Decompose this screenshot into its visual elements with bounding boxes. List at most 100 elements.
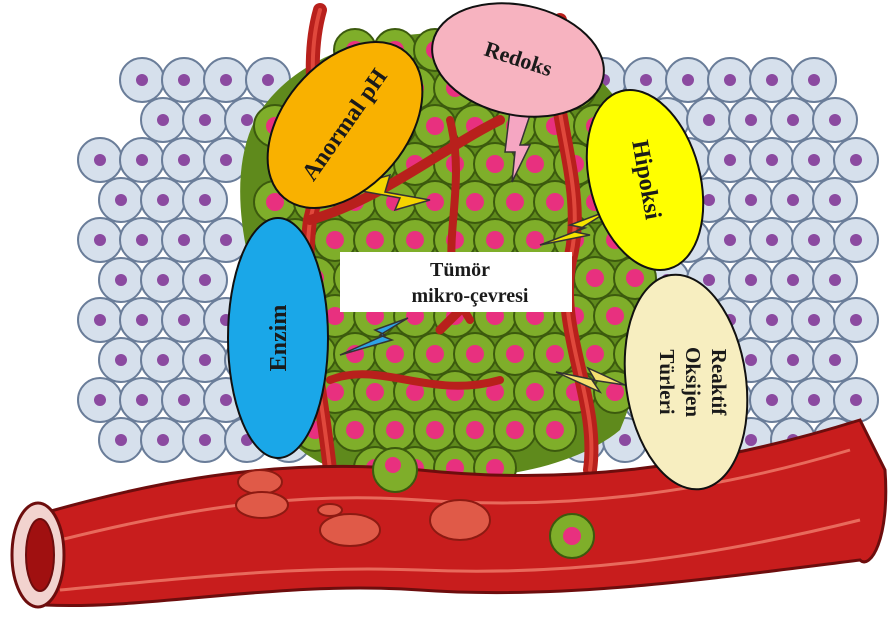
normal-cell [708,138,752,182]
normal-cell-nucleus [115,274,127,286]
normal-cell-nucleus [115,354,127,366]
normal-cell [183,418,227,462]
normal-cell-nucleus [808,74,820,86]
tumor-cell [414,333,456,375]
red-blood-cell [320,514,380,546]
normal-cell [813,178,857,222]
tumor-cell-nucleus [526,231,544,249]
normal-cell-nucleus [829,194,841,206]
normal-cell-nucleus [787,354,799,366]
normal-cell [792,58,836,102]
normal-cell-nucleus [136,394,148,406]
normal-cell-nucleus [850,394,862,406]
normal-cell [687,98,731,142]
normal-cell-nucleus [808,234,820,246]
tumor-cell-nucleus [546,193,564,211]
normal-cell-nucleus [178,74,190,86]
tumor-cell-nucleus [506,193,524,211]
normal-cell-nucleus [157,194,169,206]
normal-cell-nucleus [136,74,148,86]
normal-cell-nucleus [829,114,841,126]
red-blood-cell [430,500,490,540]
normal-cell-nucleus [178,394,190,406]
normal-cell-nucleus [703,194,715,206]
center-label-line1: Tümör [430,259,490,281]
normal-cell [120,378,164,422]
normal-cell [141,178,185,222]
normal-cell-nucleus [136,234,148,246]
normal-cell-nucleus [136,314,148,326]
normal-cell [162,378,206,422]
normal-cell-nucleus [199,434,211,446]
tumor-cell [334,409,376,451]
ros-label-group: Reaktif Oksijen Türleri [655,347,731,417]
normal-cell [750,138,794,182]
normal-cell-nucleus [724,154,736,166]
normal-cell [141,98,185,142]
normal-cell [120,58,164,102]
normal-cell-nucleus [220,74,232,86]
normal-cell-nucleus [157,434,169,446]
normal-cell [708,218,752,262]
tumor-cell-nucleus [426,421,444,439]
normal-cell-nucleus [850,234,862,246]
tumor-cell [374,409,416,451]
intravasating-tumor-nucleus [385,457,401,473]
tumor-cell-nucleus [426,193,444,211]
tumor-cell [434,371,476,413]
normal-cell-nucleus [766,234,778,246]
vessel-opening-lumen [26,519,54,591]
normal-cell [708,58,752,102]
tumor-cell [494,333,536,375]
normal-cell [750,298,794,342]
normal-cell-nucleus [115,194,127,206]
normal-cell [78,378,122,422]
ros-label-line3: Türleri [655,349,679,414]
tumor-cell [334,333,376,375]
normal-cell-nucleus [94,314,106,326]
tumor-cell [454,333,496,375]
tumor-cell-nucleus [626,269,644,287]
normal-cell [813,98,857,142]
ros-label-line2: Oksijen [681,347,705,417]
normal-cell [162,218,206,262]
normal-cell [792,378,836,422]
normal-cell-nucleus [703,274,715,286]
normal-cell [183,98,227,142]
normal-cell [120,298,164,342]
normal-cell-nucleus [178,234,190,246]
normal-cell [141,258,185,302]
normal-cell [750,218,794,262]
normal-cell [204,58,248,102]
tumor-cell-nucleus [486,231,504,249]
red-blood-cell [238,470,282,494]
normal-cell [183,258,227,302]
normal-cell [99,338,143,382]
normal-cell [834,218,878,262]
normal-cell [162,58,206,102]
normal-cell [792,298,836,342]
tumor-cell [454,409,496,451]
normal-cell [750,58,794,102]
normal-cell-nucleus [199,114,211,126]
normal-cell [78,298,122,342]
tumor-cell [534,409,576,451]
normal-cell-nucleus [94,394,106,406]
tumor-cell-nucleus [466,193,484,211]
tumor-cell-nucleus [526,383,544,401]
tumor-cell-nucleus [546,421,564,439]
center-label: Tümör mikro-çevresi [340,252,572,312]
tumor-cell [414,409,456,451]
normal-cell-nucleus [178,154,190,166]
normal-cell-nucleus [262,74,274,86]
tumor-cell-nucleus [386,345,404,363]
normal-cell-nucleus [808,314,820,326]
tumor-cell-nucleus [506,345,524,363]
normal-cell [771,258,815,302]
normal-cell [792,138,836,182]
normal-cell [729,98,773,142]
normal-cell [729,258,773,302]
normal-cell-nucleus [787,194,799,206]
normal-cell-nucleus [829,354,841,366]
